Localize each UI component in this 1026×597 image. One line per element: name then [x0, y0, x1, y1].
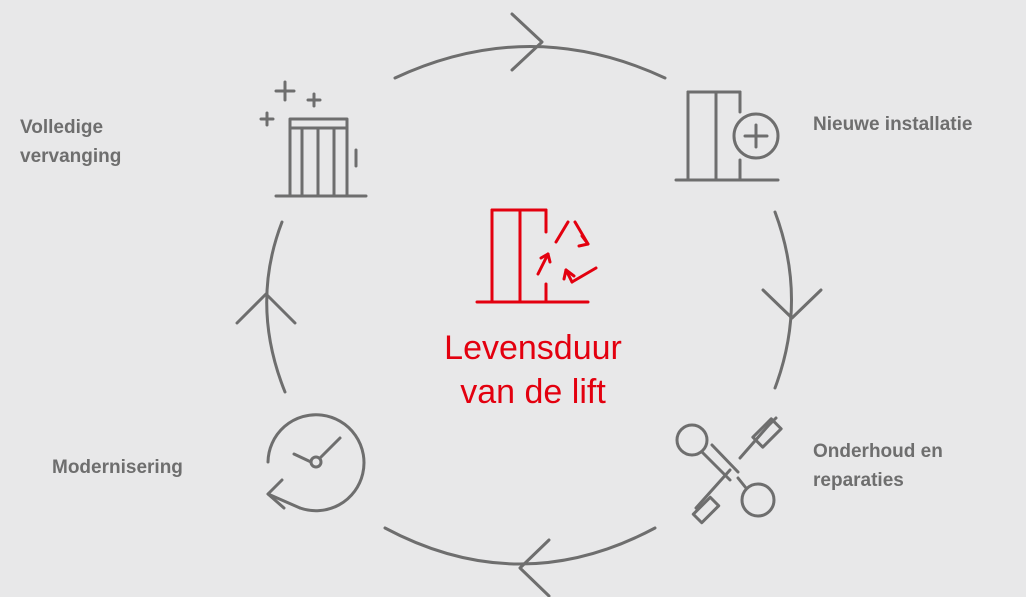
- clock-refresh-icon: [266, 413, 366, 513]
- arrow-left-icon: [518, 538, 551, 597]
- stage-label-modernisering: Modernisering: [52, 457, 183, 478]
- elevator-recycle-icon: [475, 208, 598, 304]
- center-title: Levensduur van de lift: [444, 329, 622, 411]
- cycle-arc-top: [393, 45, 667, 80]
- stage-label-nieuwe-installatie: Nieuwe installatie: [813, 114, 973, 135]
- elevator-plus-icon: [674, 90, 780, 182]
- cycle-arc-right: [773, 210, 793, 390]
- stage-label-volledige-vervanging: Volledige vervanging: [20, 117, 122, 167]
- cycle-arc-bottom: [383, 526, 657, 566]
- arrow-right-icon: [510, 12, 544, 72]
- arrow-down-icon: [761, 288, 823, 320]
- cycle-arc-left: [265, 220, 287, 394]
- wrench-screwdriver-icon: [675, 416, 783, 525]
- sparkling-elevator-icon: [259, 80, 368, 198]
- arrow-up-icon: [235, 292, 297, 325]
- stage-label-onderhoud: Onderhoud en reparaties: [813, 441, 943, 491]
